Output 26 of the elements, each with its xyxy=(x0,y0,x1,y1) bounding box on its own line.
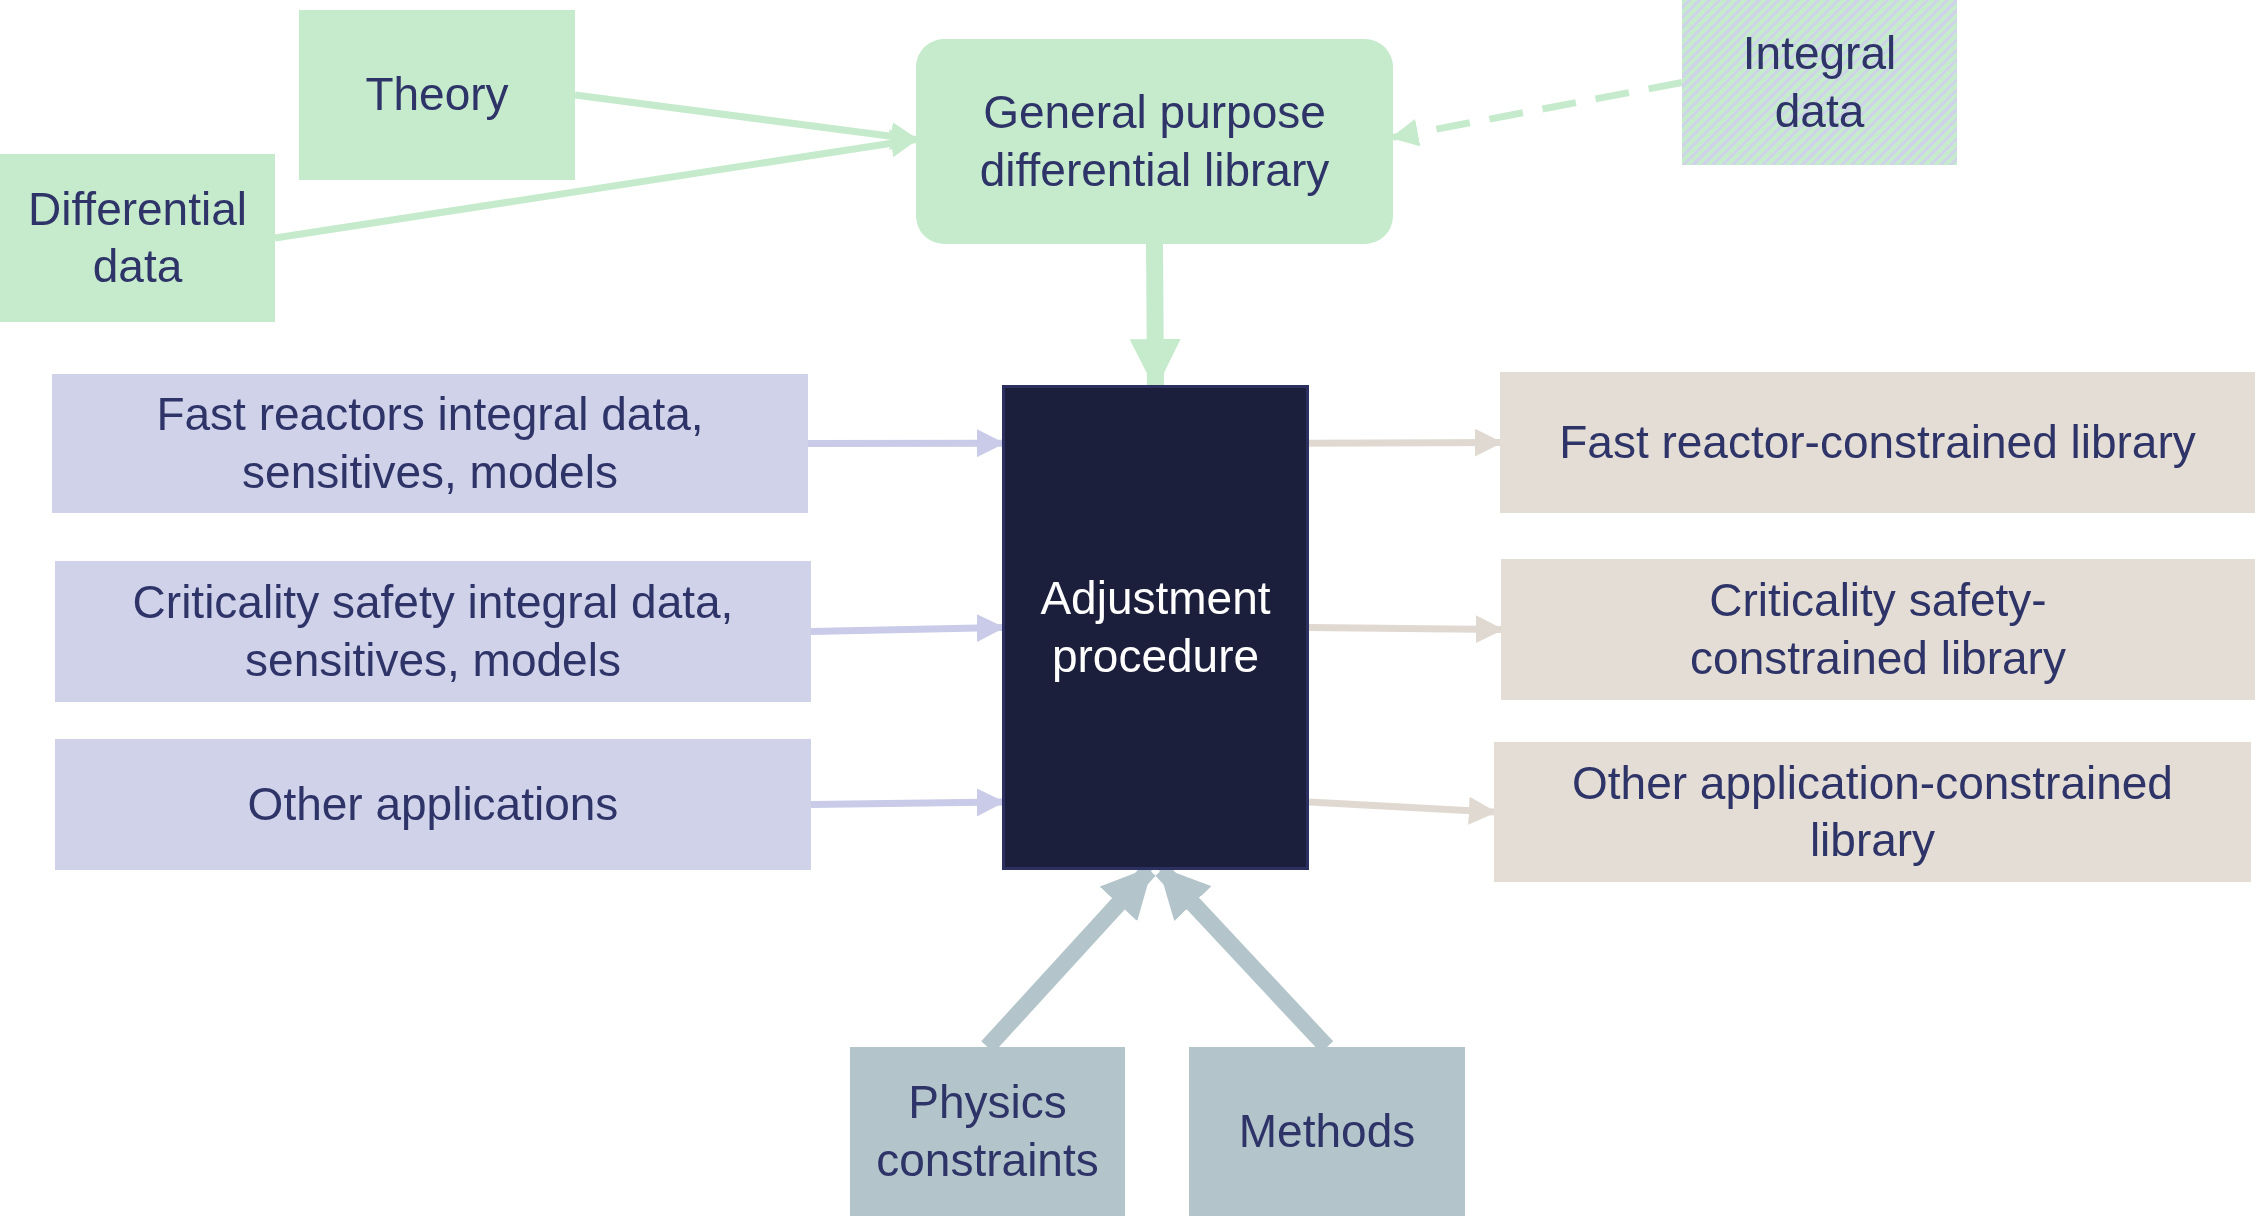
box-label: Criticality safety integral data, sensitives, models xyxy=(131,575,735,688)
process-box xyxy=(850,1047,1125,1216)
process-box xyxy=(0,154,275,322)
box-label: Methods xyxy=(1238,1103,1416,1159)
box-label: General purpose differential library xyxy=(978,85,1331,198)
process-box xyxy=(916,39,1393,244)
process-box xyxy=(52,374,808,513)
box-label: Adjustment procedure xyxy=(1039,571,1272,684)
process-box xyxy=(299,10,575,180)
box-label: Other applications xyxy=(247,776,619,832)
process-box xyxy=(1002,385,1309,870)
box-label: Integral data xyxy=(1741,26,1898,139)
box-label: Other application-constrained library xyxy=(1571,755,2174,868)
box-label: Fast reactor-constrained library xyxy=(1559,414,2196,470)
process-box xyxy=(1682,0,1957,165)
process-box xyxy=(55,739,811,870)
box-label: Criticality safety-constrained library xyxy=(1689,573,2067,686)
process-box xyxy=(1494,742,2251,882)
box-label: Fast reactors integral data, sensitives, models xyxy=(155,387,705,500)
process-box xyxy=(1500,372,2255,513)
process-box xyxy=(55,561,811,702)
box-label: Theory xyxy=(365,67,509,123)
box-label: Physics constraints xyxy=(875,1075,1100,1188)
box-label: Differential data xyxy=(26,181,248,294)
process-box xyxy=(1189,1047,1465,1216)
process-box xyxy=(1501,559,2255,700)
